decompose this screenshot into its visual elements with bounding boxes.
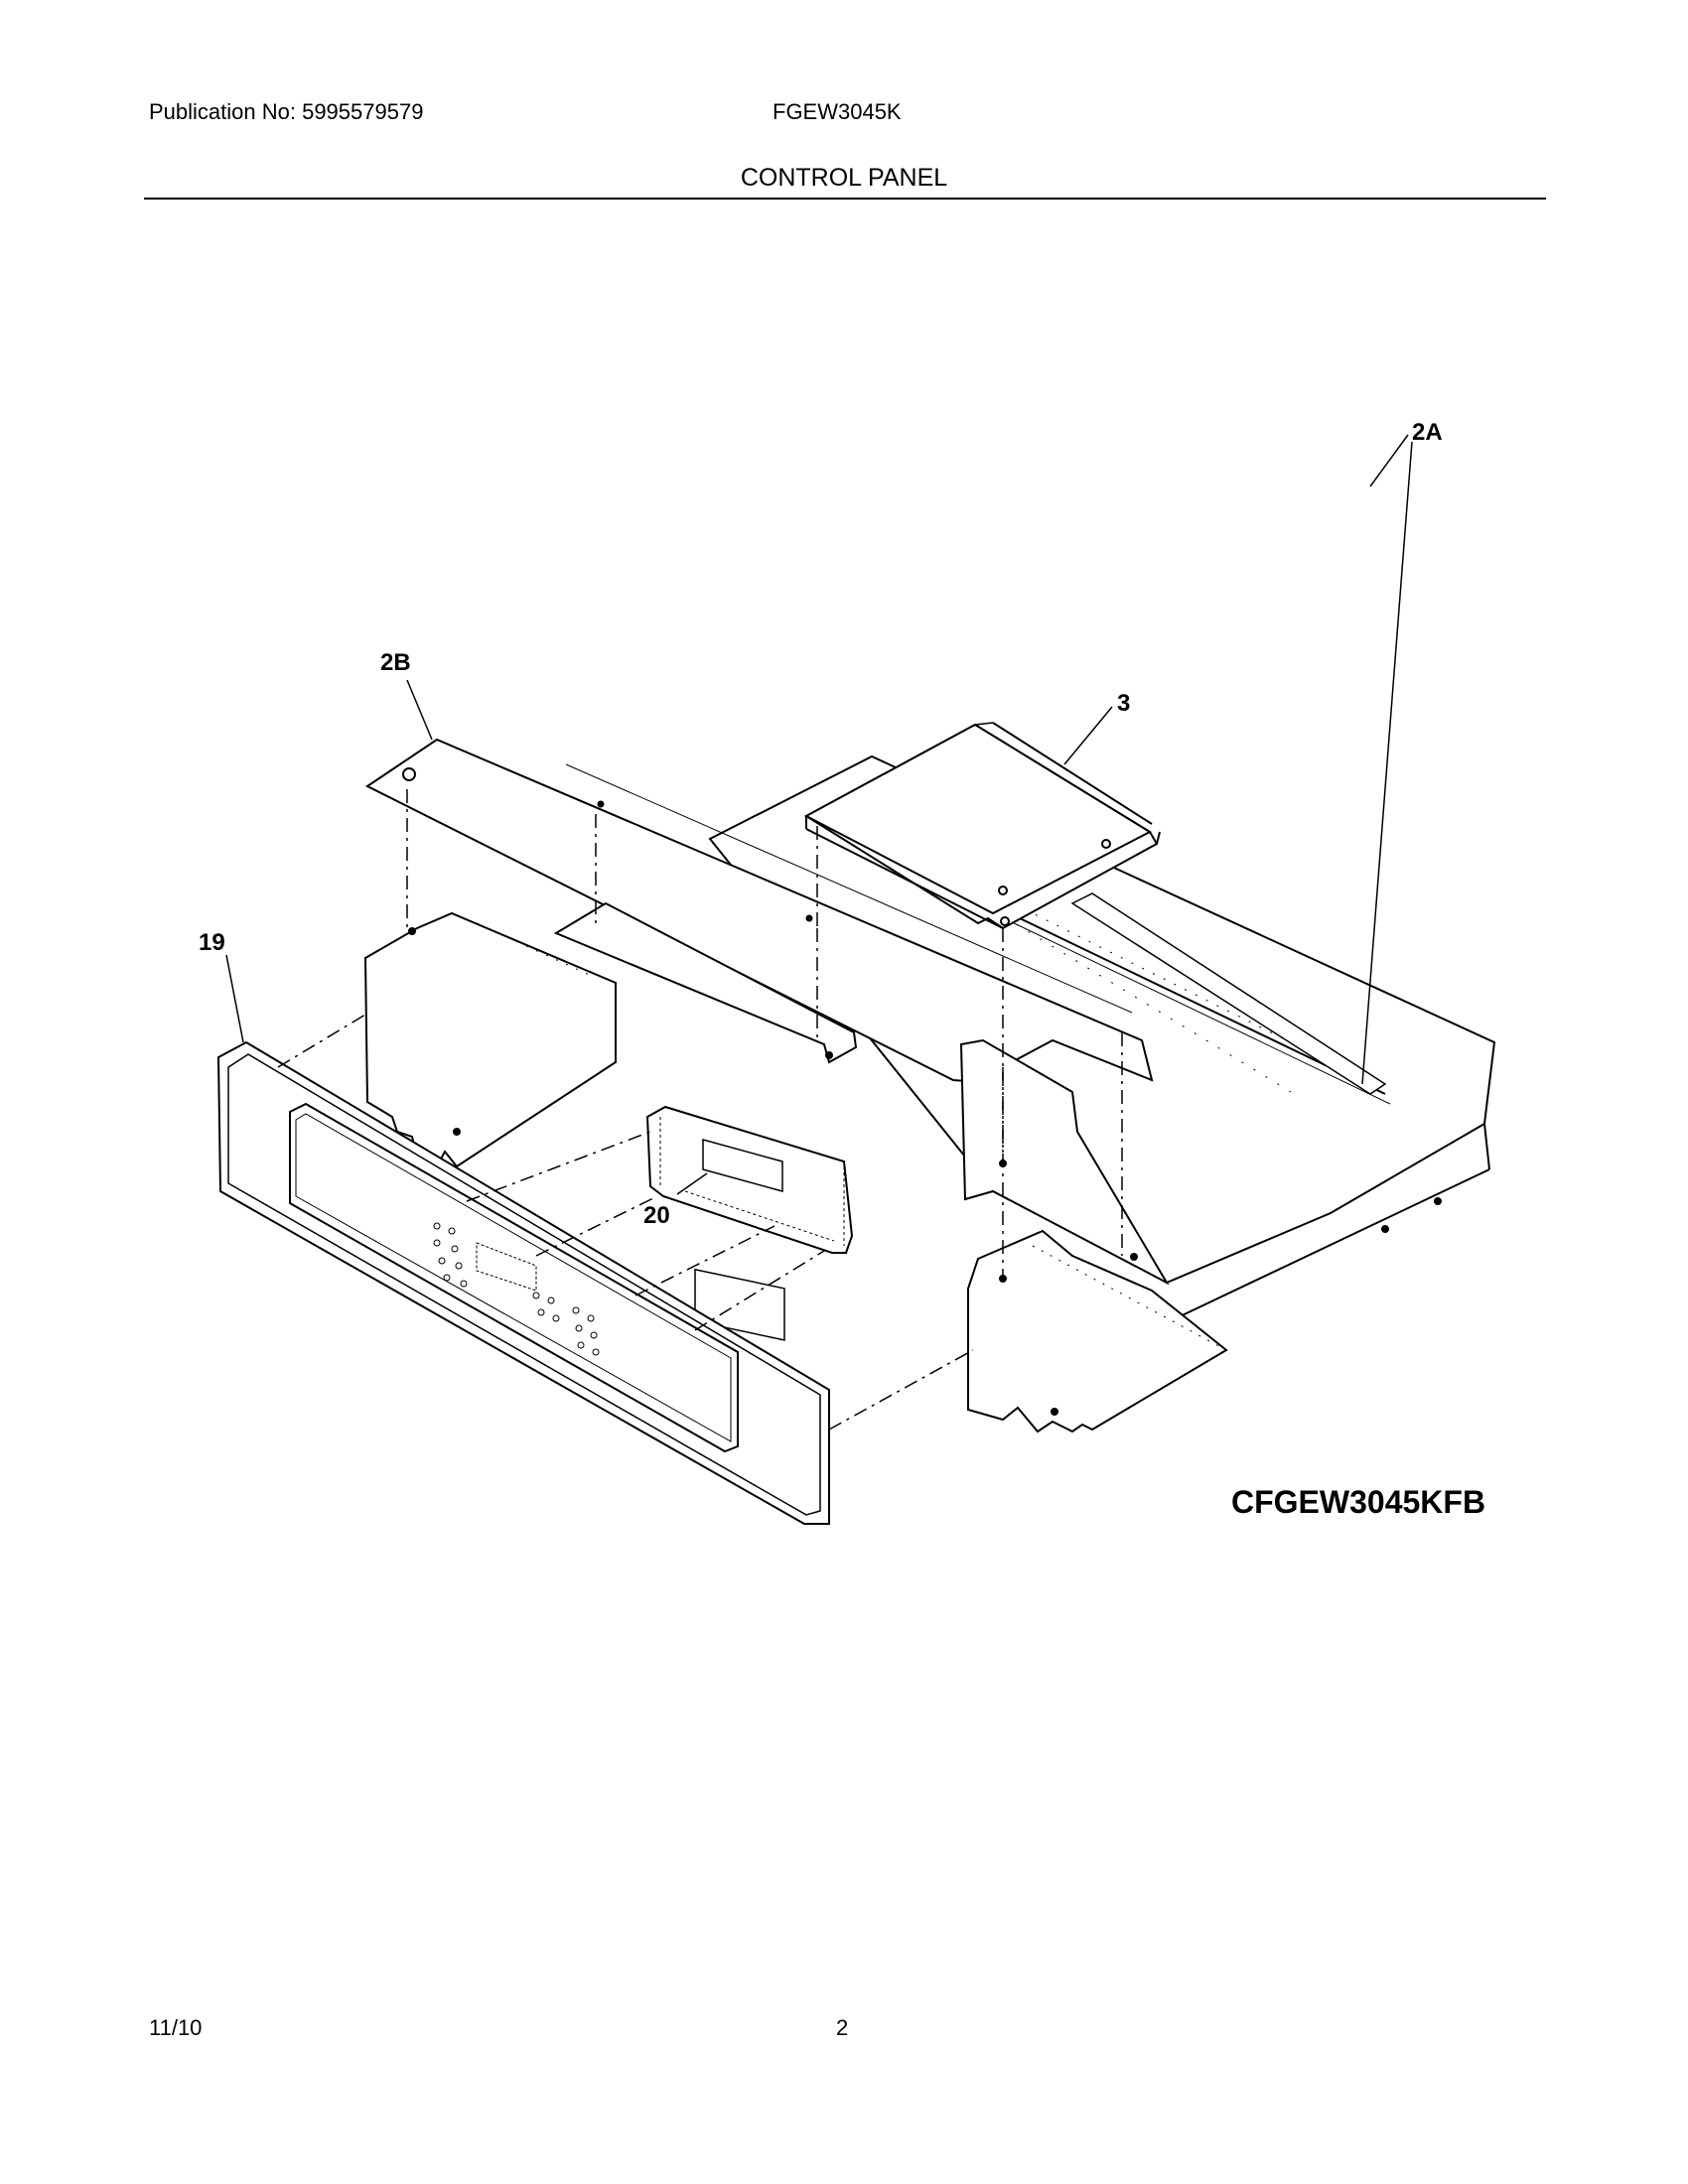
model-number: FGEW3045K [773, 99, 902, 124]
center-bracket [553, 901, 858, 1064]
callout-19: 19 [199, 929, 225, 956]
part-19-console-panel [216, 1040, 830, 1525]
callout-2a: 2A [1412, 419, 1443, 446]
callout-20: 20 [643, 1202, 670, 1229]
header-rule [144, 198, 1546, 200]
assembly-lines [277, 789, 1123, 1431]
callout-leaders [225, 434, 1413, 1195]
publication-number: Publication No: 5995579579 [149, 99, 424, 124]
callout-2b: 2B [380, 649, 411, 676]
right-side-bracket [959, 1038, 1228, 1433]
part-2b-trim-strip [365, 738, 1154, 1084]
keypad-buttons [433, 1222, 600, 1356]
page-number: 2 [836, 2015, 849, 2040]
section-title: CONTROL PANEL [740, 164, 948, 192]
footer-date: 11/10 [149, 2015, 203, 2040]
diagram-code: CFGEW3045KFB [1231, 1484, 1485, 1520]
left-side-bracket [363, 911, 617, 1168]
part-3-cover [803, 722, 1161, 930]
callout-3: 3 [1117, 690, 1130, 717]
